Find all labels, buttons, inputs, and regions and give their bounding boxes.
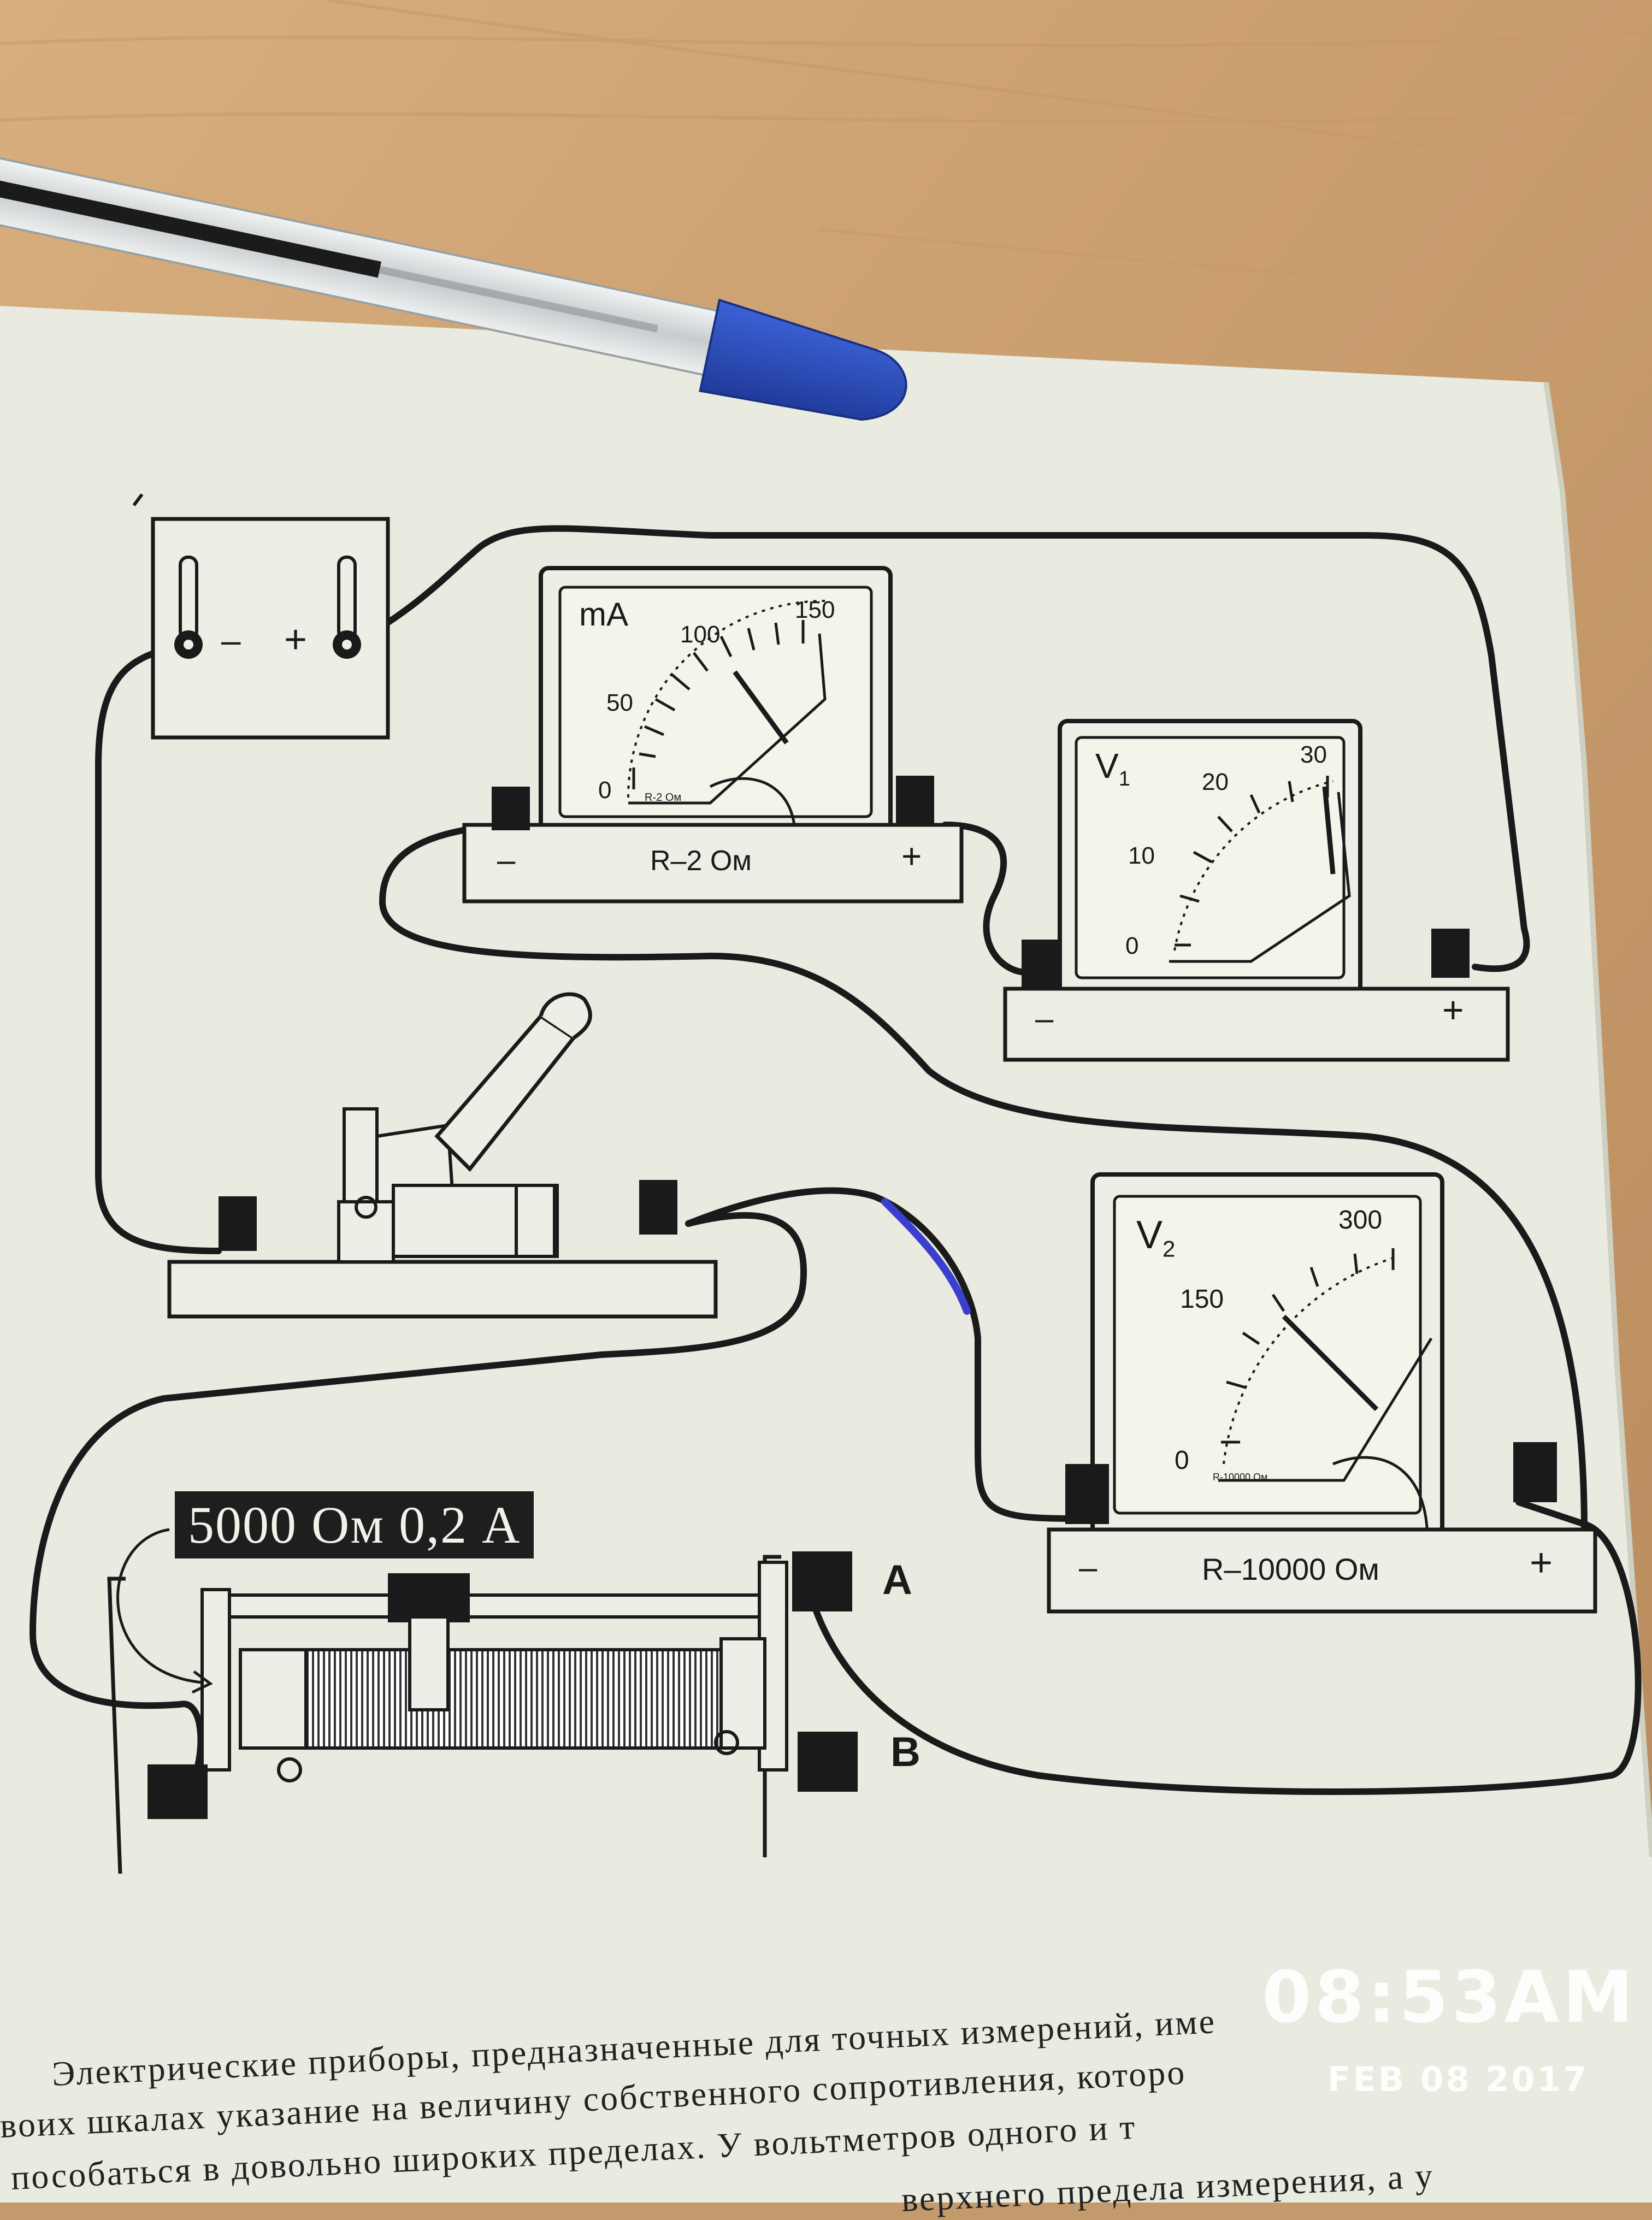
pen-ink-tube <box>0 173 382 278</box>
rheostat-terminal-b <box>798 1732 858 1792</box>
milliammeter-minus-terminal <box>492 787 530 830</box>
rheostat-terminal-a-label: A <box>882 1557 912 1603</box>
wire-rheostat-a-to-v2-plus <box>805 1499 1642 1795</box>
rheostat-coil <box>304 1648 723 1750</box>
voltmeter1-unit: V1 <box>1095 746 1130 790</box>
paper-right-edge <box>1543 382 1652 1858</box>
rheostat-terminal-a <box>792 1551 852 1611</box>
timestamp-time: 08:53AM <box>1262 1956 1637 2039</box>
milliammeter-scale-100: 100 <box>680 621 721 648</box>
voltmeter2-needle <box>1282 1314 1379 1412</box>
rheostat-terminal-b-label: B <box>890 1729 921 1775</box>
knife-switch <box>167 992 718 1319</box>
voltmeter2-scale-150: 150 <box>1180 1285 1224 1314</box>
voltmeter1-minus-terminal <box>1022 940 1060 989</box>
milliammeter-plus-terminal <box>896 776 934 825</box>
voltmeter2-minus-terminal <box>1065 1464 1109 1524</box>
wire-ink-highlight <box>881 1198 971 1315</box>
voltmeter2-scale-0: 0 <box>1175 1446 1189 1475</box>
voltmeter2-plus-label: + <box>1530 1541 1553 1585</box>
voltmeter2-plus-terminal <box>1513 1442 1557 1502</box>
rheostat-left-terminal <box>148 1764 208 1819</box>
milliammeter-resistance-small: R-2 Ом <box>645 792 682 804</box>
pen-cap <box>699 298 907 421</box>
wire-battery-plus-to-v1-plus <box>346 525 1530 972</box>
battery-minus-label: – <box>221 621 241 660</box>
switch-left-terminal <box>219 1196 257 1251</box>
battery-plus-label: + <box>284 618 308 662</box>
wire-ma-minus-to-switch-right <box>379 822 1588 1560</box>
wires <box>29 525 1642 1795</box>
voltmeter2-base-label: R–10000 Ом <box>1202 1552 1379 1586</box>
voltmeter1-scale-0: 0 <box>1125 932 1139 959</box>
voltmeter1-unit-subscript: 1 <box>1118 767 1130 790</box>
rheostat-rating-label: 5000 Ом 0,2 А <box>175 1491 534 1558</box>
voltmeter2-unit-subscript: 2 <box>1163 1236 1176 1262</box>
voltmeter1-scale-20: 20 <box>1202 769 1229 795</box>
rating-pointer-arrow <box>116 1528 203 1684</box>
pen <box>0 155 907 421</box>
milliammeter-minus-label: – <box>497 842 516 878</box>
wire-ma-plus-to-v1-minus <box>942 822 1030 976</box>
voltmeter2-resistance-small: R-10000 Ом <box>1213 1472 1268 1483</box>
milliammeter-scale-0: 0 <box>598 777 612 804</box>
battery-unit <box>132 493 390 740</box>
voltmeter1-plus-terminal <box>1431 929 1470 978</box>
wire-switch-right-to-rheostat-left <box>29 1212 807 1790</box>
voltmeter1-scale-10: 10 <box>1128 842 1155 869</box>
rheostat-device <box>107 1528 858 1874</box>
switch-right-terminal <box>639 1180 677 1235</box>
voltmeter2-unit: V2 <box>1136 1213 1176 1262</box>
milliammeter-device <box>462 566 964 904</box>
milliammeter-plus-label: + <box>901 836 922 876</box>
voltmeter1-scale-30: 30 <box>1300 741 1327 768</box>
voltmeter2-scale-300: 300 <box>1338 1206 1383 1235</box>
wood-grain <box>0 0 1652 308</box>
timestamp-date: FEB 08 2017 <box>1328 2059 1589 2099</box>
voltmeter1-needle <box>1322 786 1336 875</box>
voltmeter1-plus-label: + <box>1442 989 1464 1031</box>
voltmeter1-minus-label: – <box>1035 1000 1054 1037</box>
milliammeter-scale-50: 50 <box>606 689 633 716</box>
wire-switch-to-v2-minus <box>685 1187 1074 1522</box>
wire-battery-minus-to-switch <box>95 641 222 1254</box>
milliammeter-base-label: R–2 Ом <box>650 845 752 877</box>
rheostat-slider <box>388 1573 470 1622</box>
voltmeter2-minus-label: – <box>1079 1549 1098 1586</box>
milliammeter-unit: mA <box>579 596 628 633</box>
milliammeter-scale-ticks <box>632 620 805 789</box>
voltmeter1-device <box>1003 719 1510 1062</box>
milliammeter-needle <box>733 670 789 745</box>
voltmeter2-device <box>1047 1172 1597 1614</box>
milliammeter-scale-150: 150 <box>795 597 835 623</box>
